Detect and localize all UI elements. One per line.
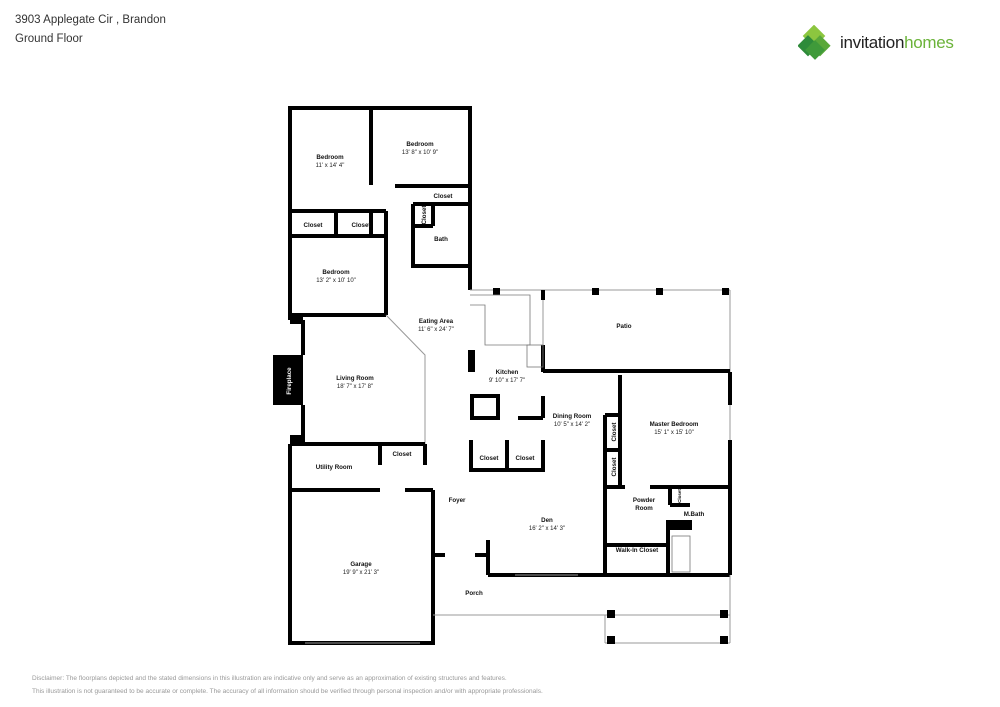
closet-label: Closet: [516, 455, 535, 462]
powder-room-label-2: Room: [635, 505, 653, 512]
room-name: Garage: [350, 561, 372, 568]
fireplace-label: Fireplace: [286, 367, 293, 395]
room-dims: 13' 2" x 10' 10": [316, 278, 356, 284]
room-dims: 16' 2" x 14' 3": [529, 526, 565, 532]
porch-label: Porch: [465, 590, 483, 597]
room-dims: 11' x 14' 4": [316, 163, 345, 169]
room-labels: Bedroom 11' x 14' 4" Bedroom 13' 8" x 10…: [286, 141, 705, 597]
closet-label: Closet: [421, 206, 428, 225]
closet-label: Closet: [393, 451, 412, 458]
room-name: Eating Area: [419, 318, 454, 325]
disclaimer-line-1: Disclaimer: The floorplans depicted and …: [32, 675, 507, 682]
room-name: Den: [541, 517, 553, 524]
property-address: 3903 Applegate Cir , Brandon: [15, 14, 166, 26]
room-dims: 13' 8" x 10' 9": [402, 150, 438, 156]
walls: [273, 106, 732, 645]
room-name: Master Bedroom: [650, 421, 699, 428]
room-name: Patio: [616, 323, 631, 330]
foyer-label: Foyer: [449, 497, 466, 504]
utility-room-label: Utility Room: [316, 464, 353, 471]
room-name: Kitchen: [496, 369, 519, 376]
room-dims: 18' 7" x 17' 8": [337, 384, 373, 390]
floor-label: Ground Floor: [15, 33, 83, 45]
room-dims: 15' 1" x 15' 10": [654, 430, 694, 436]
room-dims: 19' 9" x 21' 3": [343, 570, 379, 576]
closet-label: Closet: [611, 458, 618, 477]
closet-label: Closet: [352, 222, 371, 229]
closet-label: Closet: [480, 455, 499, 462]
room-name: Bedroom: [322, 269, 350, 276]
walk-in-closet-label: Walk-In Closet: [616, 547, 658, 554]
logo-word-homes: homes: [904, 33, 954, 52]
room-name: Bedroom: [406, 141, 434, 148]
room-name: Living Room: [336, 375, 374, 382]
bath-label: Bath: [434, 236, 448, 243]
room-dims: 9' 10" x 17' 7": [489, 378, 525, 384]
disclaimer-line-2: This illustration is not guaranteed to b…: [32, 688, 543, 695]
powder-room-label: Powder: [633, 497, 656, 504]
closet-label: Closet: [304, 222, 323, 229]
closet-label: Closet: [611, 423, 618, 442]
room-name: Dining Room: [553, 413, 592, 420]
closet-label: Closet: [677, 489, 682, 503]
logo-mark-icon: [798, 25, 831, 60]
room-dims: 11' 6" x 24' 7": [418, 327, 454, 333]
closet-label: Closet: [434, 193, 453, 200]
logo-word-invitation: invitation: [840, 33, 905, 52]
room-name: Bedroom: [316, 154, 344, 161]
master-bath-label: M.Bath: [684, 511, 705, 518]
room-dims: 10' 5" x 14' 2": [554, 422, 590, 428]
